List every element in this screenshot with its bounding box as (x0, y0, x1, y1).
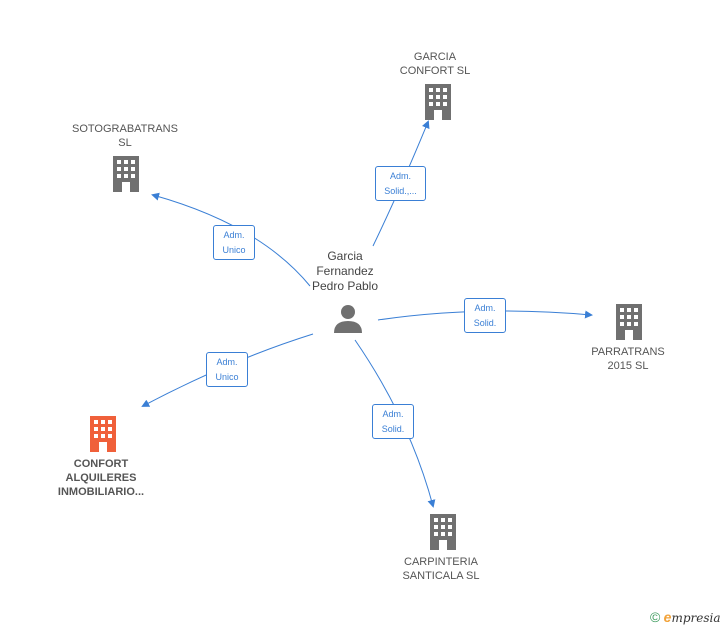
building-icon[interactable] (109, 156, 143, 192)
node-label-parratrans[interactable]: PARRATRANS 2015 SL (591, 346, 665, 372)
building-icon[interactable] (426, 514, 460, 550)
building-icon[interactable] (612, 304, 646, 340)
edge-label-carpinteria[interactable]: Adm. Solid. (372, 404, 414, 439)
edge-label-confort-alquileres[interactable]: Adm. Unico (206, 352, 248, 387)
building-icon[interactable] (421, 84, 455, 120)
empresia-logo-e: e (663, 609, 672, 625)
node-label-garcia-confort[interactable]: GARCIA CONFORT SL (399, 51, 471, 77)
building-icon[interactable] (86, 416, 120, 452)
edge-label-garcia-confort[interactable]: Adm. Solid.,... (375, 166, 426, 201)
empresia-watermark: © empresia (650, 609, 721, 625)
copyright-symbol: © (650, 609, 661, 625)
person-icon[interactable] (333, 303, 363, 333)
center-person-label: Garcia Fernandez Pedro Pablo (311, 249, 379, 293)
edge-label-parratrans[interactable]: Adm. Solid. (464, 298, 506, 333)
node-label-carpinteria[interactable]: CARPINTERIA SANTICALA SL (402, 556, 480, 582)
node-label-sotograbatrans[interactable]: SOTOGRABATRANS SL (72, 123, 178, 149)
edge-label-sotograbatrans[interactable]: Adm. Unico (213, 225, 255, 260)
empresia-logo-text: mpresia (671, 611, 721, 625)
node-label-confort-alquileres[interactable]: CONFORT ALQUILERES INMOBILIARIO... (57, 458, 145, 498)
